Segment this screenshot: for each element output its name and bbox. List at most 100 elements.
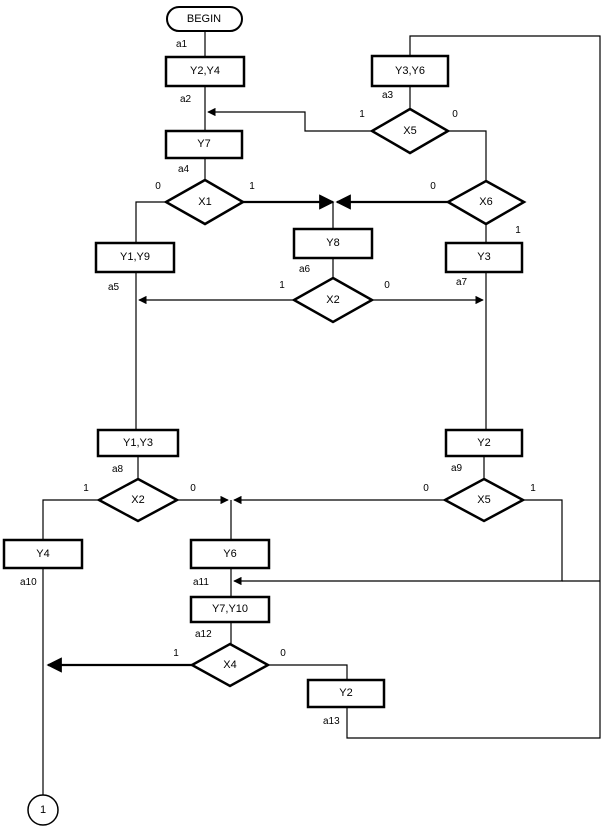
box-y1y9-shape [94,241,176,274]
branch-x6-one: 1 [515,225,521,236]
diamond-x5-top-label: X5 [403,125,416,137]
box-y2y4: Y2,Y4 [164,55,246,88]
branch-x5top-zero: 0 [452,109,458,120]
box-y2-right-shape [444,428,524,458]
box-y6-shape [189,538,271,570]
edge-x2low-one-y4 [42,499,99,540]
state-labels: a1 a2 a3 a4 a5 a6 a7 a8 a9 a10 a11 a12 a… [20,39,468,727]
state-a5: a5 [108,282,120,293]
diamond-x5-low-label: X5 [477,494,490,506]
box-y3y6-label: Y3,Y6 [395,65,425,77]
diamond-x2-mid-label: X2 [326,294,339,306]
box-y2y4-shape [164,55,246,88]
box-y7y10-label: Y7,Y10 [212,603,248,615]
box-y3-right: Y3 [444,241,524,274]
branch-labels: 1 0 0 1 0 1 1 0 1 0 0 1 1 0 [83,109,536,659]
box-y2-right-label: Y2 [477,437,490,449]
branch-x1-zero: 0 [155,181,161,192]
state-a3: a3 [382,90,394,101]
box-y3-label: Y3 [477,251,490,263]
box-y7-top: Y7 [164,129,244,160]
box-y2-bottom: Y2 [306,678,386,709]
branch-x1-one: 1 [249,181,255,192]
box-y6-label: Y6 [223,548,236,560]
branch-x6-zero: 0 [430,181,436,192]
branch-x5top-one: 1 [359,109,365,120]
diamond-x1-label: X1 [198,196,211,208]
edge-y2-loop [346,581,601,739]
branch-x4-one: 1 [173,648,179,659]
state-a8: a8 [112,464,124,475]
box-y2y4-label: Y2,Y4 [190,65,220,77]
box-y3-shape [444,241,524,274]
diamond-x6-label: X6 [479,196,492,208]
diamond-x6-shape [445,179,527,226]
diamond-x5-low-shape [442,477,526,523]
edge-x5low-one-a11 [233,499,563,586]
box-y2-bottom-label: Y2 [339,687,352,699]
box-y8-shape [292,227,374,260]
box-y1y9-label: Y1,Y9 [120,251,150,263]
state-a9: a9 [451,463,463,474]
box-y7y10: Y7,Y10 [189,595,271,624]
box-y8-label: Y8 [326,237,339,249]
diamond-x4-shape [189,642,271,688]
begin-terminal: BEGIN [166,6,243,32]
begin-label: BEGIN [187,13,221,25]
branch-x4-zero: 0 [280,648,286,659]
state-a1: a1 [176,39,188,50]
state-a7: a7 [456,277,468,288]
diamond-x5-top-shape [369,107,451,155]
branch-x2low-zero: 0 [190,483,196,494]
state-a13: a13 [323,716,340,727]
box-y8: Y8 [292,227,374,260]
diamond-x1: X1 [163,178,246,226]
box-y7-shape [164,129,244,160]
diamond-x5-top: X5 [369,107,451,155]
box-y4: Y4 [2,538,84,570]
branch-x5low-one: 1 [530,483,536,494]
offpage-connector: 1 [27,794,59,826]
state-a11: a11 [193,577,209,588]
box-y1y9: Y1,Y9 [94,241,176,274]
box-y2-bottom-shape [306,678,386,709]
diamond-x1-shape [163,178,246,226]
edge-x1-zero-y1y9 [135,201,166,243]
box-y7-label: Y7 [197,138,210,150]
branch-x2mid-one: 1 [279,280,285,291]
diamond-x4-label: X4 [223,659,236,671]
box-y2-right: Y2 [444,428,524,458]
operation-boxes: Y2,Y4 Y3,Y6 Y7 Y8 Y1,Y9 Y3 Y1,Y3 Y2 [2,54,524,709]
diamond-x2-mid: X2 [291,276,375,324]
box-y6: Y6 [189,538,271,570]
diamond-x6: X6 [445,179,527,226]
branch-x2low-one: 1 [83,483,89,494]
diamond-x2-low: X2 [96,477,180,523]
edge-loop-right [409,35,601,581]
box-y4-shape [2,538,84,570]
edge-x4-zero-y2 [268,664,348,680]
box-y1y3-label: Y1,Y3 [123,437,153,449]
state-a2: a2 [180,94,192,105]
state-a4: a4 [178,164,190,175]
diamond-x4: X4 [189,642,271,688]
branch-x2mid-zero: 0 [384,280,390,291]
edge-x5-one-a2 [207,107,372,132]
branch-x5low-zero: 0 [423,483,429,494]
diamond-x2-mid-shape [291,276,375,324]
decision-diamonds: X5 X1 X6 X2 X2 X5 X4 [96,107,527,688]
box-y7y10-shape [189,595,271,624]
box-y1y3-shape [96,428,180,458]
state-a12: a12 [195,629,212,640]
connector-label: 1 [40,804,46,816]
diamond-x2-low-shape [96,477,180,523]
diamond-x2-low-label: X2 [131,494,144,506]
box-y3y6: Y3,Y6 [370,54,450,88]
connector-circle [27,794,59,826]
box-y3y6-shape [370,54,450,88]
box-y4-label: Y4 [36,548,49,560]
edge-x5-zero-x6 [448,130,487,181]
box-y1y3: Y1,Y3 [96,428,180,458]
state-a6: a6 [299,264,311,275]
